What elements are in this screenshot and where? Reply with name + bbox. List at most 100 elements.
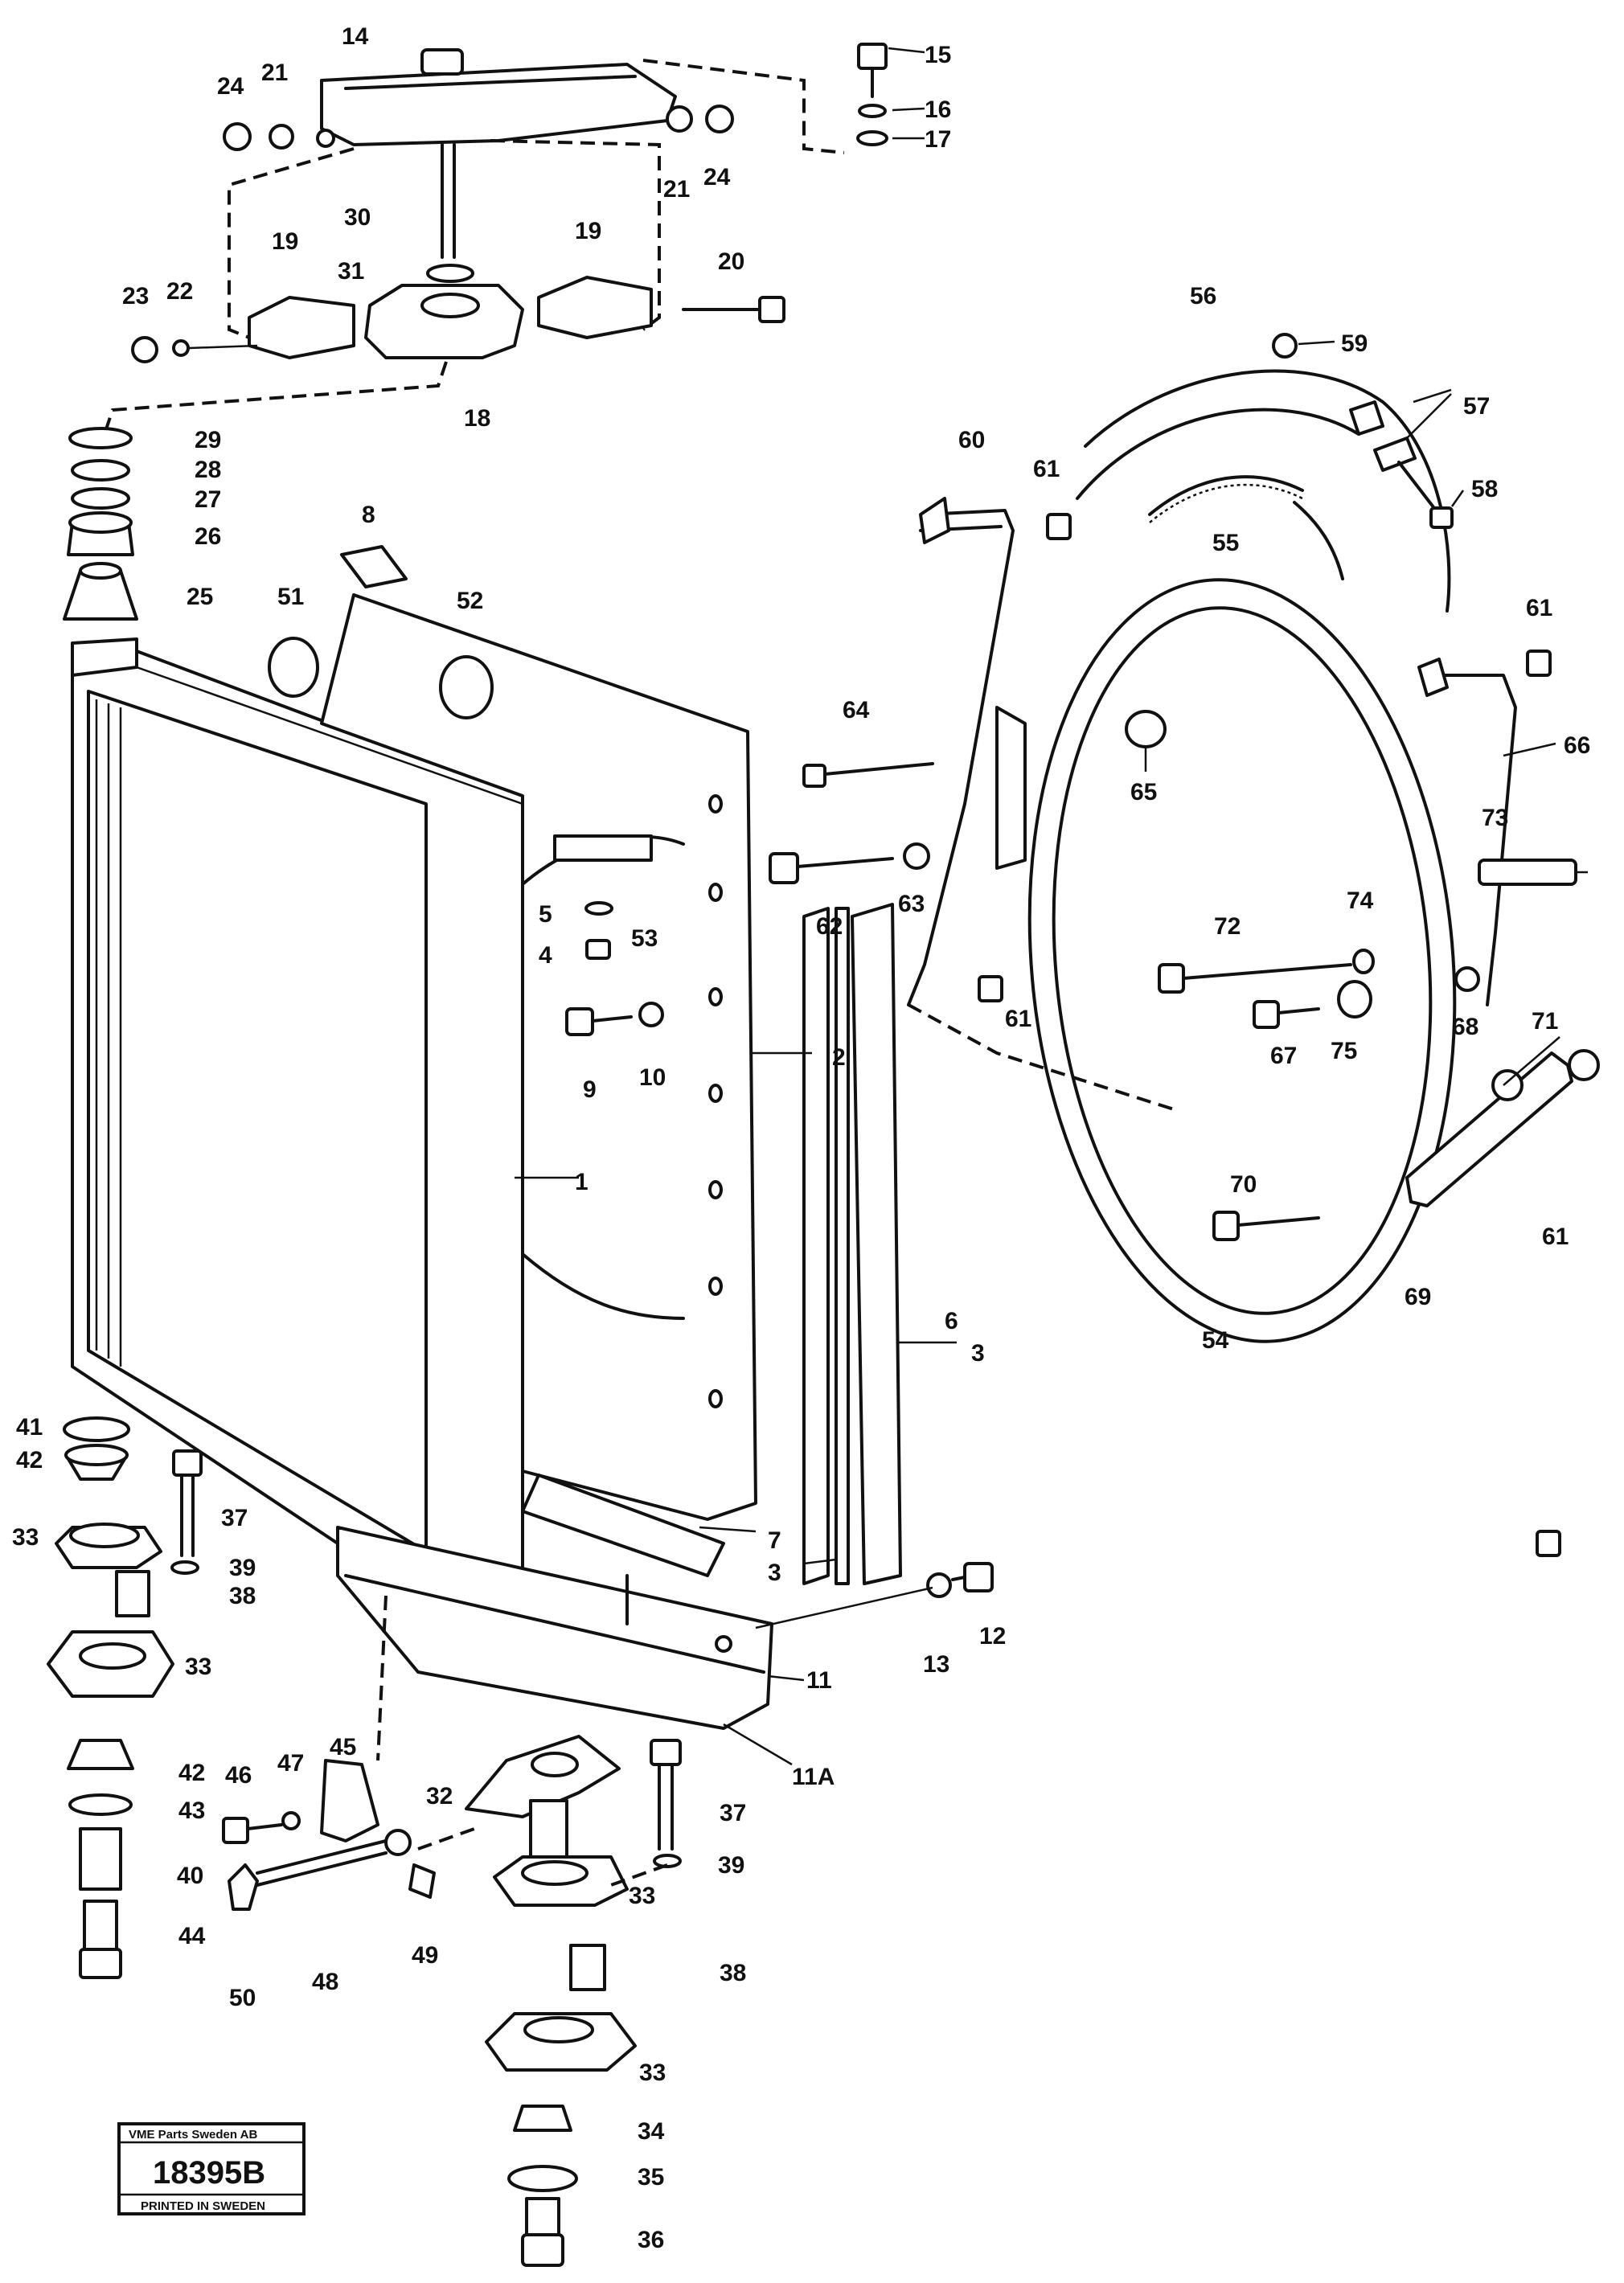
callout-2: 2 [832, 1044, 846, 1071]
callout-73: 73 [1482, 805, 1508, 831]
callout-37: 37 [720, 1800, 746, 1826]
callout-36: 36 [638, 2227, 664, 2253]
callout-61: 61 [1033, 456, 1060, 482]
callout-24: 24 [703, 164, 731, 191]
callout-39: 39 [229, 1555, 256, 1581]
callout-42: 42 [178, 1760, 205, 1786]
callout-34: 34 [638, 2118, 665, 2145]
center-lower-mount [222, 1595, 682, 2267]
callout-44: 44 [178, 1923, 206, 1949]
callout-62: 62 [816, 913, 843, 940]
shroud-holes [708, 794, 723, 1408]
callout-21: 21 [261, 59, 288, 86]
callout-5: 5 [539, 901, 552, 928]
leader-lines [515, 47, 1588, 1766]
callout-56: 56 [1190, 283, 1216, 309]
callout-47: 47 [277, 1750, 304, 1777]
callout-54: 54 [1202, 1327, 1229, 1354]
callout-15: 15 [925, 42, 951, 68]
callout-13: 13 [923, 1651, 949, 1678]
callout-33: 33 [12, 1524, 39, 1551]
callout-35: 35 [638, 2164, 664, 2191]
callout-19: 19 [575, 218, 601, 244]
callout-11a: 11A [792, 1764, 835, 1790]
callout-65: 65 [1130, 779, 1157, 805]
callout-1: 1 [575, 1169, 588, 1195]
callout-60: 60 [958, 427, 985, 453]
isolator-stack [63, 427, 138, 621]
callout-42: 42 [16, 1447, 43, 1473]
callout-28: 28 [195, 457, 221, 483]
callout-38: 38 [720, 1960, 746, 1986]
callout-10: 10 [639, 1064, 666, 1091]
callout-40: 40 [177, 1863, 203, 1889]
parts-stamp: VME Parts Sweden AB 18395B PRINTED IN SW… [117, 2122, 306, 2215]
callout-3: 3 [971, 1340, 985, 1367]
callout-6: 6 [945, 1308, 958, 1334]
callout-49: 49 [412, 1942, 438, 1969]
callout-8: 8 [362, 502, 375, 528]
callout-31: 31 [338, 258, 364, 285]
callout-69: 69 [1405, 1284, 1431, 1310]
callout-45: 45 [330, 1734, 356, 1760]
callout-30: 30 [344, 204, 371, 231]
callout-7: 7 [768, 1527, 781, 1554]
callout-11: 11 [806, 1667, 832, 1694]
callout-16: 16 [925, 96, 951, 123]
callout-55: 55 [1212, 530, 1239, 556]
seal-strips [521, 903, 902, 1585]
callout-21: 21 [663, 176, 690, 203]
callout-3: 3 [768, 1560, 781, 1586]
callout-33: 33 [629, 1883, 655, 1909]
callout-51: 51 [277, 584, 304, 610]
callout-52: 52 [457, 588, 483, 614]
callout-66: 66 [1564, 732, 1590, 759]
callout-20: 20 [718, 248, 744, 275]
callout-24: 24 [217, 73, 244, 100]
callout-72: 72 [1214, 913, 1241, 940]
callout-70: 70 [1230, 1171, 1257, 1198]
callout-18: 18 [464, 405, 490, 432]
callout-14: 14 [342, 23, 369, 50]
callout-4: 4 [539, 942, 552, 969]
stamp-printed: PRINTED IN SWEDEN [141, 2199, 265, 2213]
callout-29: 29 [195, 427, 221, 453]
callout-33: 33 [185, 1654, 211, 1680]
callout-61: 61 [1005, 1006, 1031, 1032]
radiator-core [71, 637, 524, 1609]
callout-9: 9 [583, 1076, 597, 1103]
fan-ring-assembly [769, 333, 1600, 1557]
callout-26: 26 [195, 523, 221, 550]
callout-61: 61 [1542, 1223, 1569, 1250]
callout-37: 37 [221, 1505, 248, 1531]
callout-17: 17 [925, 126, 951, 153]
callout-75: 75 [1331, 1038, 1357, 1064]
callout-38: 38 [229, 1583, 256, 1609]
callout-50: 50 [229, 1985, 256, 2011]
callout-64: 64 [843, 697, 870, 723]
callout-67: 67 [1270, 1043, 1297, 1069]
callout-41: 41 [16, 1414, 43, 1441]
callout-27: 27 [195, 486, 221, 513]
callout-71: 71 [1532, 1008, 1558, 1035]
stamp-number: 18395B [153, 2155, 265, 2191]
callout-39: 39 [718, 1852, 744, 1879]
callout-61: 61 [1526, 595, 1552, 621]
callout-22: 22 [166, 278, 193, 305]
radiator-fins [95, 699, 122, 1367]
callout-53: 53 [631, 925, 658, 952]
callout-48: 48 [312, 1969, 338, 1995]
callout-25: 25 [187, 584, 213, 610]
callout-74: 74 [1347, 887, 1374, 914]
callout-labels: 1 2 3 3 4 5 6 7 8 9 10 11 11A 12 13 14 1… [12, 23, 1590, 2253]
callout-12: 12 [979, 1623, 1006, 1650]
callout-58: 58 [1471, 476, 1498, 502]
callout-68: 68 [1452, 1014, 1478, 1040]
upper-bracket-assembly [103, 43, 888, 435]
left-lower-mount [47, 1416, 203, 1979]
callout-59: 59 [1341, 330, 1368, 357]
callout-63: 63 [898, 891, 925, 917]
callout-43: 43 [178, 1797, 205, 1824]
callout-33: 33 [639, 2060, 666, 2086]
